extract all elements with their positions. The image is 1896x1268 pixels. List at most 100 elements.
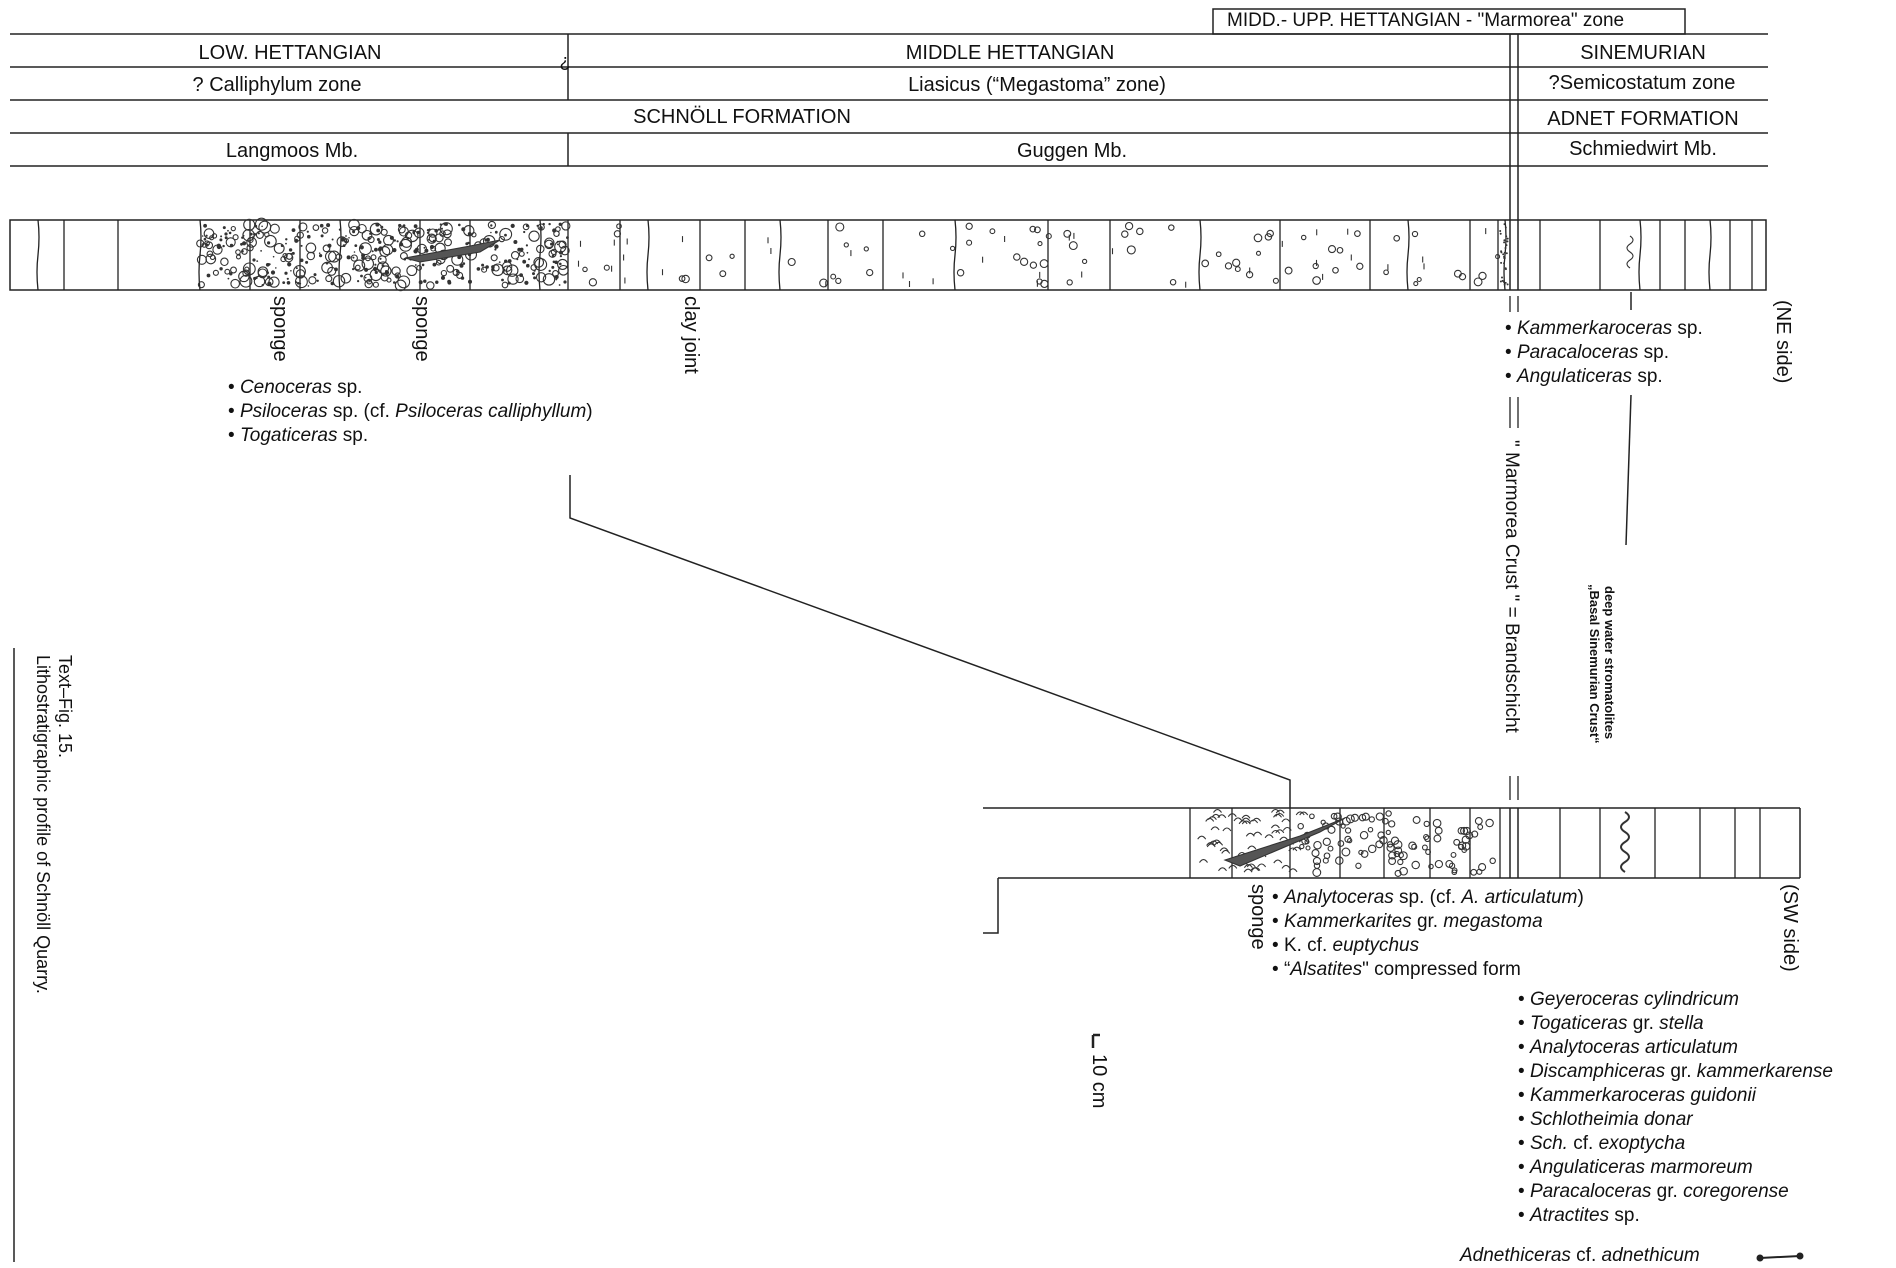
texture-grain	[533, 276, 537, 280]
texture-ooid	[1309, 813, 1315, 820]
texture-ooid	[1341, 847, 1351, 857]
texture-clast	[293, 265, 306, 278]
texture-grain	[525, 224, 529, 228]
texture-clast	[321, 227, 329, 234]
texture-ooid	[1474, 817, 1483, 825]
texture-grain	[457, 255, 462, 260]
bed-boundary	[1708, 219, 1712, 291]
texture-grain	[484, 238, 488, 242]
texture-grain	[275, 267, 277, 269]
texture-grain	[224, 236, 228, 240]
texture-grain	[300, 244, 303, 247]
stromatolites-label-1: deep water stromatolites	[1602, 586, 1617, 740]
texture-grain	[525, 244, 529, 247]
texture-clast	[383, 234, 394, 246]
texture-clast	[380, 273, 389, 282]
texture-clast	[340, 272, 352, 284]
texture-grain	[1506, 283, 1509, 286]
texture-shell	[1245, 832, 1255, 837]
texture-ooid	[1327, 845, 1334, 852]
texture-ooid	[1385, 829, 1391, 836]
texture-grain	[424, 248, 429, 253]
texture-grain	[286, 281, 291, 285]
texture-clast	[212, 269, 219, 276]
texture-grain	[559, 255, 563, 258]
texture-ooid	[1040, 279, 1049, 289]
texture-grain	[295, 281, 298, 284]
zone-calliphylum: ? Calliphylum zone	[192, 74, 362, 96]
texture-clast	[430, 245, 437, 252]
texture-clast	[553, 230, 560, 237]
texture-ooid	[1255, 250, 1262, 256]
texture-ooid	[1312, 856, 1322, 866]
texture-grain	[476, 267, 481, 271]
texture-grain	[1500, 261, 1503, 264]
texture-ooid	[1355, 862, 1362, 869]
texture-ooid	[1354, 230, 1361, 237]
texture-clast	[397, 275, 411, 289]
texture-grain	[1504, 226, 1507, 229]
texture-ooid	[1033, 226, 1041, 234]
texture-grain	[227, 277, 230, 280]
fossil-entry: • Schlotheimia donar	[1518, 1109, 1693, 1130]
texture-clast	[510, 251, 520, 260]
texture-ooid	[1423, 833, 1430, 841]
bed-boundary	[1406, 219, 1410, 291]
sponge-label-1: sponge	[269, 296, 291, 362]
texture-ooid	[1386, 843, 1395, 852]
texture-grain	[1503, 262, 1505, 265]
upper-profile-column	[9, 219, 1767, 291]
texture-ooid	[1434, 826, 1443, 835]
texture-grain	[254, 224, 258, 228]
texture-shell	[1295, 811, 1305, 816]
texture-ooid	[819, 278, 829, 288]
stage-low-hettangian: LOW. HETTANGIAN	[198, 42, 382, 64]
texture-shell	[1281, 818, 1291, 823]
texture-clast	[560, 245, 570, 256]
texture-ooid	[1299, 843, 1305, 850]
texture-ooid	[1460, 826, 1469, 835]
fossil-list-lower-mid: • Analytoceras sp. (cf. A. articulatum)•…	[1272, 886, 1584, 982]
texture-ooid	[1039, 259, 1049, 269]
texture-ooid	[1168, 224, 1175, 231]
texture-ooid	[956, 268, 965, 277]
texture-grain	[385, 270, 388, 273]
texture-clast	[366, 278, 373, 285]
texture-grain	[437, 228, 440, 231]
texture-grain	[1499, 232, 1502, 235]
texture-grain	[434, 228, 439, 233]
texture-grain	[523, 230, 526, 234]
texture-grain	[513, 240, 518, 244]
fossil-entry: • K. cf. euptychus	[1272, 935, 1420, 956]
texture-ooid	[613, 230, 622, 238]
texture-shell	[1250, 867, 1260, 872]
texture-clast	[528, 230, 540, 242]
texture-clast	[428, 234, 437, 243]
texture-ooid	[1394, 869, 1402, 877]
texture-grain	[331, 238, 334, 241]
clay-joint-label: clay joint	[680, 296, 702, 374]
texture-grain	[378, 240, 382, 244]
texture-ooid	[1121, 230, 1129, 238]
fossil-entry: • Kammerkaroceras guidonii	[1518, 1085, 1756, 1106]
texture-ooid	[1388, 820, 1396, 828]
texture-grain	[519, 247, 524, 252]
texture-grain	[501, 271, 505, 274]
texture-clast	[406, 265, 418, 277]
texture-grain	[1499, 230, 1502, 232]
texture-ooid	[1313, 840, 1322, 850]
texture-grain	[1504, 247, 1507, 249]
texture-ooid	[918, 230, 926, 238]
texture-shell	[1281, 864, 1291, 869]
texture-grain	[1502, 253, 1505, 256]
texture-ooid	[989, 228, 996, 235]
texture-grain	[558, 222, 562, 226]
texture-clast	[244, 266, 250, 272]
texture-clast	[220, 257, 229, 267]
texture-ooid	[1375, 812, 1384, 821]
texture-clast	[296, 231, 304, 239]
texture-grain	[414, 264, 417, 266]
texture-grain	[205, 243, 209, 247]
texture-grain	[412, 230, 415, 234]
texture-grain	[266, 271, 269, 275]
